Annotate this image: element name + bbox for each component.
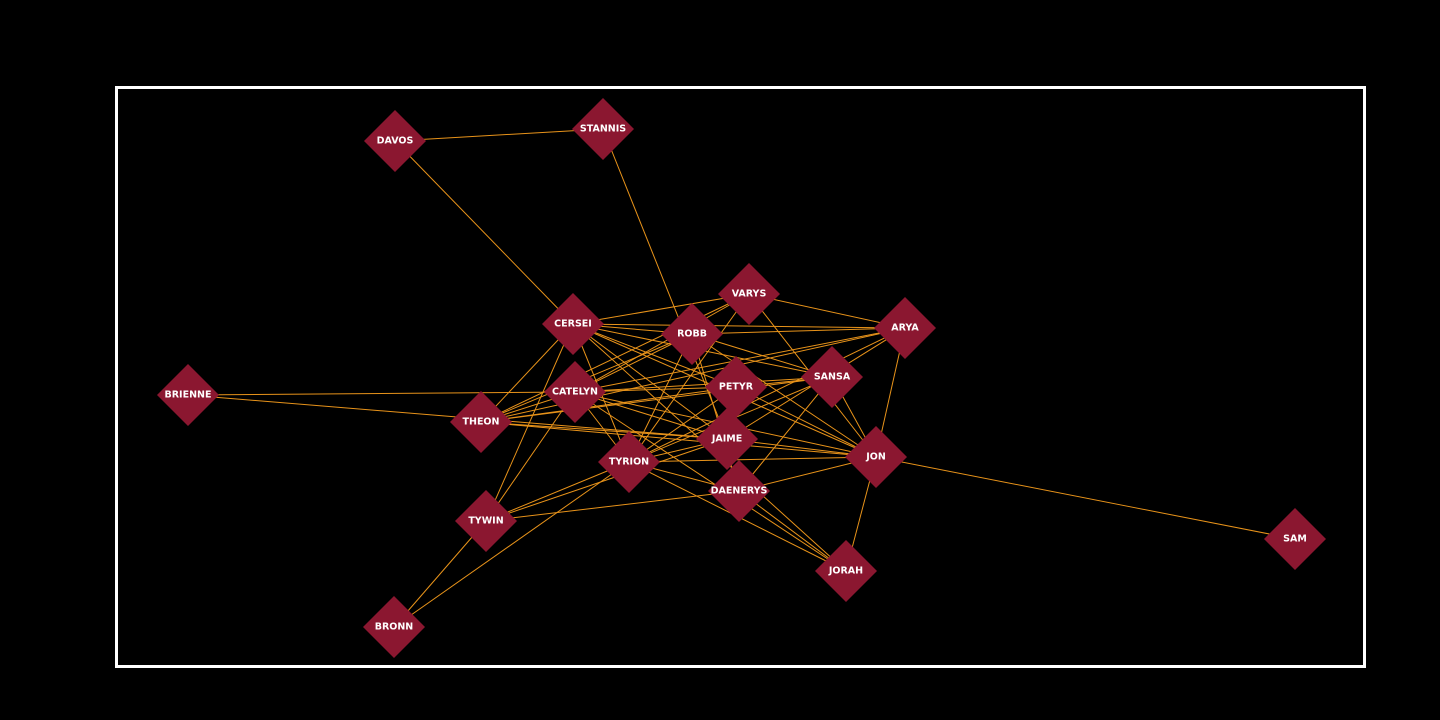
node-label-jon: JON [865,452,886,463]
node-label-sansa: SANSA [814,372,851,383]
edge-tyrion-jon [628,456,877,463]
edge-sansa-daenerys [738,376,833,492]
node-diamond-tywin [455,490,517,552]
edge-davos-cersei [394,140,574,325]
edge-cersei-varys [572,293,750,325]
node-label-daenerys: DAENERYS [711,486,768,497]
node-label-varys: VARYS [732,289,767,300]
node-label-theon: THEON [463,417,500,428]
node-catelyn[interactable]: CATELYN [544,361,606,423]
node-bronn[interactable]: BRONN [363,596,425,658]
edge-tywin-bronn [393,520,487,628]
edges-layer [187,128,1296,628]
edge-robb-arya [691,327,906,335]
node-diamond-jorah [815,540,877,602]
node-label-sam: SAM [1283,534,1307,545]
edge-sansa-catelyn [574,376,833,393]
edge-catelyn-tywin [485,391,576,522]
node-label-bronn: BRONN [375,622,414,633]
node-diamond-daenerys [708,460,770,522]
edge-theon-jon [480,421,877,458]
node-brienne[interactable]: BRIENNE [157,364,219,426]
edge-cersei-theon [480,323,574,423]
node-diamond-stannis [572,98,634,160]
node-label-catelyn: CATELYN [552,387,598,398]
node-tyrion[interactable]: TYRION [598,431,660,493]
node-diamond-bronn [363,596,425,658]
node-label-jaime: JAIME [711,434,742,445]
edge-sansa-theon [480,376,833,423]
edge-catelyn-jaime [574,391,728,440]
node-stannis[interactable]: STANNIS [572,98,634,160]
edge-cersei-jaime [572,323,728,440]
node-jon[interactable]: JON [845,426,907,488]
node-label-arya: ARYA [891,323,919,334]
node-arya[interactable]: ARYA [874,297,936,359]
node-diamond-catelyn [544,361,606,423]
edge-tyrion-bronn [393,461,630,628]
node-jaime[interactable]: JAIME [696,408,758,470]
node-label-davos: DAVOS [377,136,414,147]
edge-daenerys-jorah [738,490,847,572]
edge-catelyn-jorah [574,391,847,572]
node-jorah[interactable]: JORAH [815,540,877,602]
node-theon[interactable]: THEON [450,391,512,453]
edge-jaime-tywin [485,438,728,522]
node-diamond-sansa [801,346,863,408]
edge-varys-catelyn [574,293,750,393]
node-daenerys[interactable]: DAENERYS [708,460,770,522]
node-diamond-jon [845,426,907,488]
node-diamond-brienne [157,364,219,426]
node-cersei[interactable]: CERSEI [542,293,604,355]
edge-brienne-catelyn [187,391,576,396]
edge-petyr-theon [480,386,737,423]
edge-tyrion-tywin [485,461,630,522]
node-diamond-varys [718,263,780,325]
plot-frame [115,86,1366,668]
edge-davos-stannis [394,128,604,142]
node-label-tywin: TYWIN [468,516,503,527]
edge-cersei-arya [572,323,906,329]
nodes-layer: DAVOS STANNIS CERSEI VARYS ROBB ARYA SANSA PETY… [157,98,1326,658]
node-diamond-tyrion [598,431,660,493]
edge-arya-theon [480,327,906,423]
edge-theon-jaime [480,421,728,440]
edge-cersei-tywin [485,323,574,522]
edge-daenerys-tywin [485,490,740,522]
node-petyr[interactable]: PETYR [705,356,767,418]
node-diamond-arya [874,297,936,359]
edge-cersei-petyr [572,323,737,388]
node-label-robb: ROBB [677,329,707,340]
node-label-jorah: JORAH [828,566,863,577]
node-diamond-cersei [542,293,604,355]
node-label-stannis: STANNIS [580,124,626,135]
node-tywin[interactable]: TYWIN [455,490,517,552]
node-label-cersei: CERSEI [554,319,592,330]
edge-varys-arya [748,293,906,329]
edge-robb-tyrion [628,333,693,463]
edge-robb-jon [691,333,877,458]
node-diamond-theon [450,391,512,453]
node-diamond-robb [661,303,723,365]
node-varys[interactable]: VARYS [718,263,780,325]
node-label-petyr: PETYR [719,382,754,393]
node-robb[interactable]: ROBB [661,303,723,365]
node-label-brienne: BRIENNE [165,390,212,401]
edge-varys-theon [480,293,750,423]
node-sansa[interactable]: SANSA [801,346,863,408]
node-diamond-jaime [696,408,758,470]
node-davos[interactable]: DAVOS [364,110,426,172]
edge-petyr-jon [735,386,877,458]
node-diamond-petyr [705,356,767,418]
node-diamond-sam [1264,508,1326,570]
node-sam[interactable]: SAM [1264,508,1326,570]
node-diamond-davos [364,110,426,172]
node-label-tyrion: TYRION [609,457,649,468]
edge-jon-sam [875,456,1296,540]
